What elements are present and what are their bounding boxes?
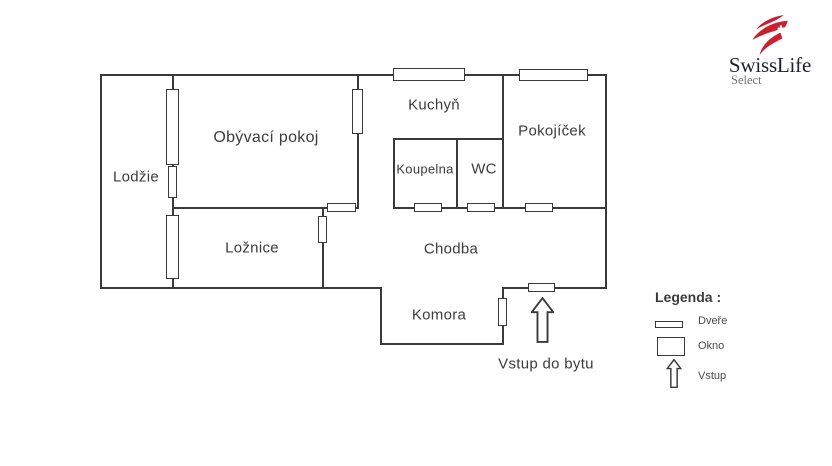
legend-label-okno: Okno [698,340,725,352]
door-marker-obyvaci [327,203,356,212]
legend-label-vstup: Vstup [698,370,727,382]
door-marker-komora [498,298,507,326]
window-marker-pokojicek [519,69,588,81]
window-marker-kuchyn [393,68,465,81]
legend-door-symbol [655,321,683,328]
room-label-wc: WC [471,160,497,178]
wall-living-kitchen [357,74,359,209]
entrance-label: Vstup do bytu [498,355,594,373]
wall-mid-right [393,207,607,209]
room-label-obyvaci-pokoj: Obývací pokoj [213,129,319,146]
legend-label-dvere: Dveře [698,315,728,327]
logo-subbrand-text: Select [731,73,762,87]
wall-loznice-chodba [322,207,324,289]
door-marker-entrance [528,283,555,292]
window-marker-living-kitchen [352,89,363,134]
swisslife-bird-icon [752,15,788,56]
room-label-chodba: Chodba [423,240,479,258]
room-label-pokojicek: Pokojíček [518,122,586,140]
room-label-kuchyn: Kuchyň [408,96,460,114]
wall-outer-bottom-left [100,287,382,289]
door-marker-lodzie [168,166,177,198]
room-label-loznice: Ložnice [225,239,279,257]
wall-outer-left [100,74,102,289]
legend-entrance-arrow-icon [666,359,682,388]
logo-brand-text: SwissLife [728,53,812,77]
window-marker-loznice [166,215,179,279]
door-marker-wc [467,203,495,212]
window-marker-lodzie [166,89,179,165]
wall-outer-top [100,74,607,76]
wall-koupelna-left [393,138,395,209]
wall-koupelna-top [393,138,504,140]
entrance-arrow-icon [531,297,554,343]
legend-title: Legenda : [655,289,722,305]
wall-kitchen-pokojicek [502,74,504,209]
legend-window-symbol [657,337,685,356]
wall-outer-right [605,74,607,289]
room-label-lodzie: Lodžie [112,168,160,186]
wall-koupelna-wc-divider [456,138,458,209]
room-label-koupelna: Koupelna [396,161,454,177]
room-label-komora: Komora [411,306,467,324]
door-marker-loznice [318,216,327,243]
wall-mid-left [172,207,359,209]
door-marker-pokojicek [525,203,553,212]
door-marker-koupelna [414,203,442,212]
